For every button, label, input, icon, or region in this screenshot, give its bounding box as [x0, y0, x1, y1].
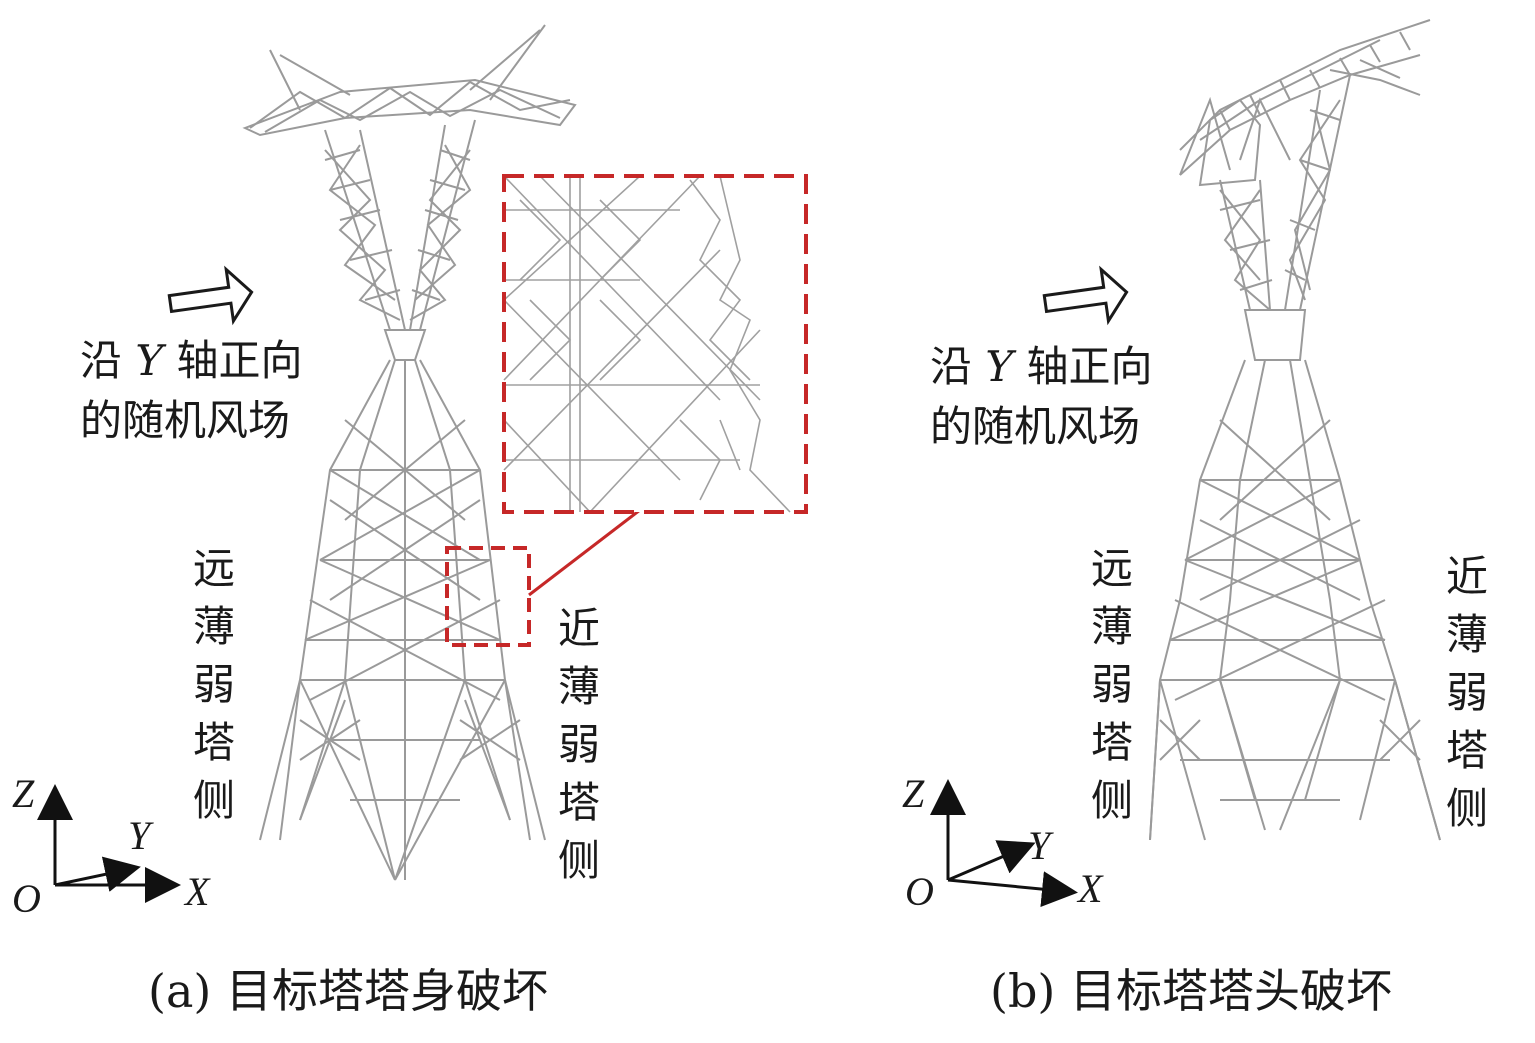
wind-label-line1: 沿 Y 轴正向 — [80, 336, 303, 385]
zoom-inset — [502, 174, 808, 514]
far-side-label-b: 远薄弱塔侧 — [1090, 544, 1133, 825]
wind-label-line2: 的随机风场 — [80, 396, 291, 445]
axis-y-label-b: Y — [1028, 823, 1051, 868]
damage-highlight-small — [445, 546, 531, 647]
coordinate-axes-icon — [37, 784, 181, 903]
zoom-connector — [528, 508, 641, 597]
axis-origin-label: O — [12, 876, 41, 921]
wind-label-line2-b: 的随机风场 — [930, 402, 1141, 451]
axis-z-label: Z — [12, 771, 35, 816]
tower-b-lattice — [1149, 19, 1441, 841]
far-side-label: 远薄弱塔侧 — [192, 544, 235, 825]
tower-b-drawing — [930, 19, 1441, 908]
near-side-label-b: 近薄弱塔侧 — [1445, 552, 1488, 833]
near-side-label: 近薄弱塔侧 — [557, 604, 600, 885]
wind-label-line1-b: 沿 Y 轴正向 — [930, 342, 1153, 391]
panel-a: 沿 Y 轴正向 的随机风场 远薄弱塔侧 近薄弱塔侧 Z Y X O (a) 目标… — [12, 24, 808, 1018]
panel-b: 沿 Y 轴正向 的随机风场 远薄弱塔侧 近薄弱塔侧 Z Y X O (b) 目标… — [860, 0, 1535, 1043]
axis-y-label: Y — [128, 813, 151, 858]
axis-z-label-b: Z — [902, 771, 925, 816]
caption-b: (b) 目标塔塔头破坏 — [990, 964, 1392, 1018]
wind-arrow-icon-b — [1042, 265, 1129, 326]
caption-a: (a) 目标塔塔身破坏 — [148, 964, 548, 1018]
coordinate-axes-icon-b — [930, 779, 1078, 908]
wind-arrow-icon — [167, 265, 254, 326]
tower-a-drawing — [37, 24, 808, 903]
axis-origin-label-b: O — [905, 869, 934, 914]
axis-x-label: X — [185, 869, 210, 914]
axis-x-label-b: X — [1078, 866, 1103, 911]
tower-a-lattice — [242, 24, 577, 881]
